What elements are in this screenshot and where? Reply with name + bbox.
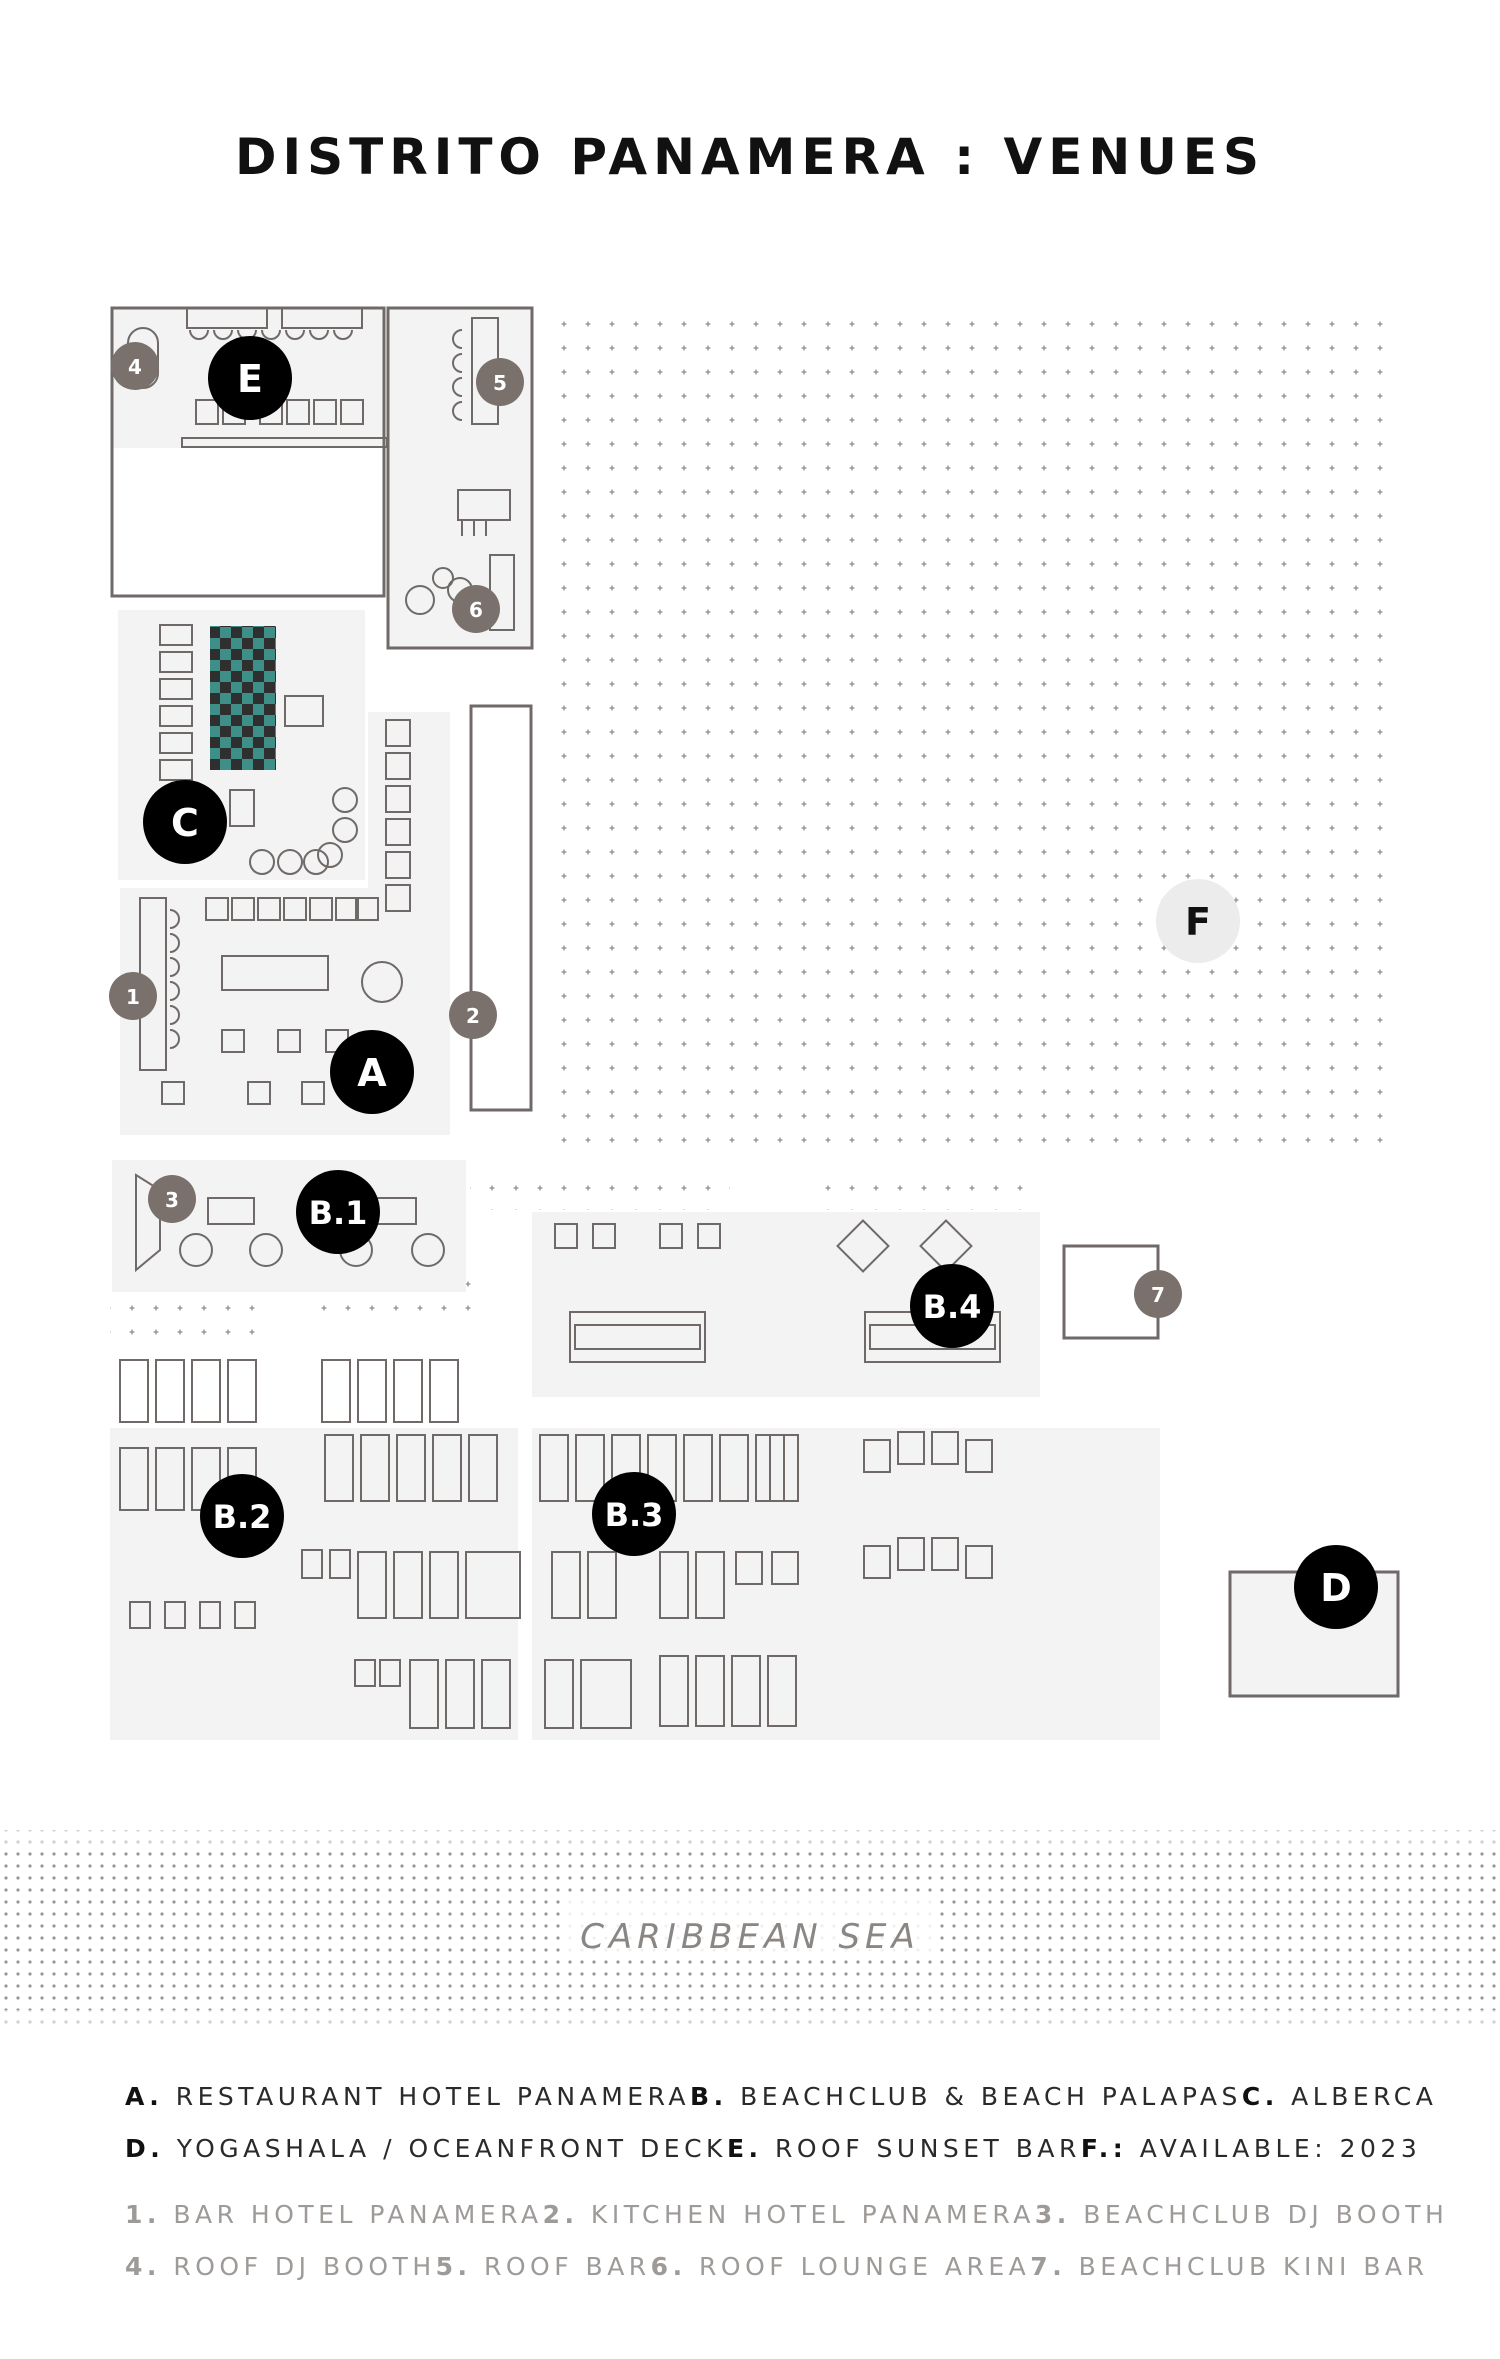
legend-item-c: C. ALBERCA — [1241, 2082, 1438, 2111]
kitchen-strip — [469, 704, 533, 1112]
deck-plus-strip — [470, 1168, 730, 1210]
svg-text:2: 2 — [466, 1004, 480, 1028]
legend-item-d: D. YOGASHALA / OCEANFRONT DECK — [125, 2134, 727, 2163]
svg-text:B.2: B.2 — [213, 1498, 272, 1536]
marker-d[interactable]: D — [1294, 1545, 1378, 1629]
svg-text:6: 6 — [469, 598, 483, 622]
legend-row: 1. BAR HOTEL PANAMERA 2. KITCHEN HOTEL P… — [125, 2200, 1444, 2252]
marker-b2[interactable]: B.2 — [200, 1474, 284, 1558]
legend-item-7: 7. BEACHCLUB KINI BAR — [1030, 2252, 1429, 2281]
legend-item-3: 3. BEACHCLUB DJ BOOTH — [1034, 2200, 1449, 2229]
svg-text:B.4: B.4 — [923, 1288, 982, 1326]
marker-e[interactable]: E — [208, 336, 292, 420]
marker-c[interactable]: C — [143, 780, 227, 864]
legend-item-b: B. BEACHCLUB & BEACH PALAPAS — [690, 2082, 1242, 2111]
legend-row: 4. ROOF DJ BOOTH 5. ROOF BAR 6. ROOF LOU… — [125, 2252, 1424, 2304]
marker-2[interactable]: 2 — [449, 991, 497, 1039]
legend-item-a: A. RESTAURANT HOTEL PANAMERA — [125, 2082, 691, 2111]
legend-item-e: E. ROOF SUNSET BAR — [726, 2134, 1081, 2163]
beachclub-b1 — [112, 1160, 466, 1292]
marker-6[interactable]: 6 — [452, 585, 500, 633]
svg-text:A: A — [357, 1051, 387, 1095]
legend-item-4: 4. ROOF DJ BOOTH — [125, 2252, 436, 2281]
legend-minor: 1. BAR HOTEL PANAMERA 2. KITCHEN HOTEL P… — [125, 2200, 1444, 2304]
legend-item-6: 6. ROOF LOUNGE AREA — [650, 2252, 1031, 2281]
legend-main: A. RESTAURANT HOTEL PANAMERA B. BEACHCLU… — [125, 2082, 1433, 2186]
svg-text:B.1: B.1 — [309, 1194, 368, 1232]
legend-item-f: F.: AVAILABLE: 2023 — [1080, 2134, 1422, 2163]
svg-text:3: 3 — [165, 1188, 179, 1212]
svg-text:5: 5 — [493, 371, 507, 395]
marker-3[interactable]: 3 — [148, 1175, 196, 1223]
legend-item-2: 2. KITCHEN HOTEL PANAMERA — [542, 2200, 1035, 2229]
svg-text:D: D — [1320, 1566, 1352, 1610]
page-title: DISTRITO PANAMERA : VENUES — [234, 128, 1266, 186]
marker-7[interactable]: 7 — [1134, 1270, 1182, 1318]
legend-row: D. YOGASHALA / OCEANFRONT DECK E. ROOF S… — [125, 2134, 1417, 2186]
marker-5[interactable]: 5 — [476, 358, 524, 406]
marker-1[interactable]: 1 — [109, 972, 157, 1020]
sea-label: CARIBBEAN SEA — [580, 1917, 920, 1957]
marker-b1[interactable]: B.1 — [296, 1170, 380, 1254]
zone-f-area — [555, 318, 1400, 1148]
legend-item-5: 5. ROOF BAR — [435, 2252, 651, 2281]
svg-text:F: F — [1185, 900, 1211, 944]
svg-text:7: 7 — [1151, 1283, 1165, 1307]
legend-row: A. RESTAURANT HOTEL PANAMERA B. BEACHCLU… — [125, 2082, 1433, 2134]
svg-text:C: C — [171, 801, 199, 845]
svg-text:B.3: B.3 — [605, 1496, 664, 1534]
marker-4[interactable]: 4 — [111, 342, 159, 390]
beachclub-b4-deck — [532, 1212, 1040, 1397]
svg-text:E: E — [237, 357, 263, 401]
marker-f[interactable]: F — [1156, 879, 1240, 963]
marker-b3[interactable]: B.3 — [592, 1472, 676, 1556]
svg-text:1: 1 — [126, 985, 140, 1009]
deck-plus-strip — [820, 1168, 1040, 1210]
marker-b4[interactable]: B.4 — [910, 1264, 994, 1348]
legend-item-1: 1. BAR HOTEL PANAMERA — [125, 2200, 543, 2229]
marker-a[interactable]: A — [330, 1030, 414, 1114]
beach-plus-strip — [110, 1302, 270, 1342]
svg-text:4: 4 — [128, 355, 142, 379]
